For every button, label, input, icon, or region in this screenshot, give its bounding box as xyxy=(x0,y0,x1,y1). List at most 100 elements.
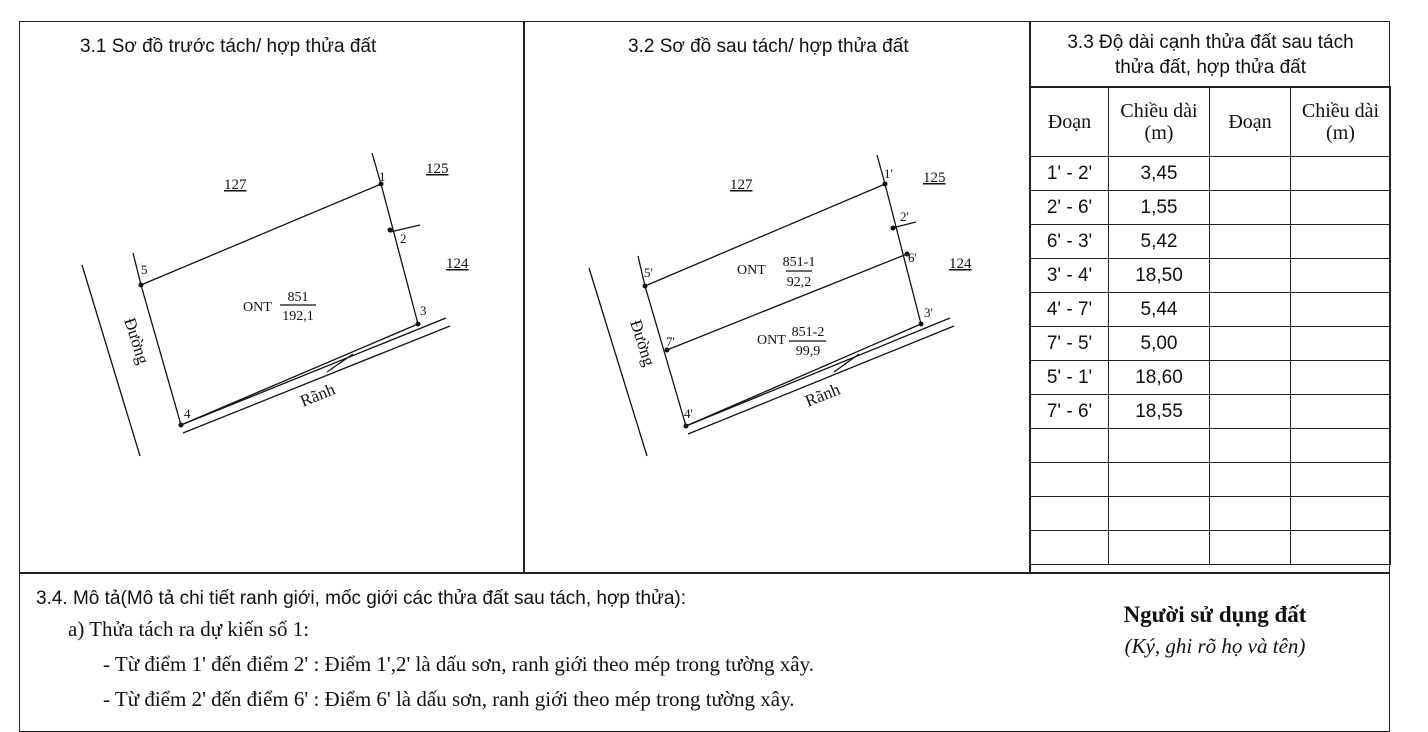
table-row xyxy=(1030,530,1391,565)
segment-cell-2 xyxy=(1209,496,1291,531)
description-item-a: a) Thửa tách ra dự kiến số 1: xyxy=(68,617,310,641)
length-cell-2 xyxy=(1290,326,1391,361)
table-row: 7' - 5'5,00 xyxy=(1030,326,1391,361)
parcel2-use: ONT xyxy=(757,333,786,348)
segment-cell xyxy=(1030,462,1109,497)
parcel-number: 851 xyxy=(288,290,309,305)
segment-cell: 1' - 2' xyxy=(1030,156,1109,191)
segment-cell: 7' - 6' xyxy=(1030,394,1109,429)
length-cell-2 xyxy=(1290,496,1391,531)
point-1: 1 xyxy=(379,169,386,184)
segment-cell: 3' - 4' xyxy=(1030,258,1109,293)
point-4p: 4' xyxy=(684,406,693,421)
length-cell: 18,55 xyxy=(1108,394,1210,429)
road-label: Đường xyxy=(626,317,659,369)
parcel1-number: 851-1 xyxy=(783,255,816,270)
description-heading: 3.4. Mô tả(Mô tả chi tiết ranh giới, mốc… xyxy=(36,588,686,609)
length-cell-2 xyxy=(1290,428,1391,463)
point-1p: 1' xyxy=(884,166,893,181)
neighbor-124: 124 xyxy=(949,256,972,272)
length-cell: 5,44 xyxy=(1108,292,1210,327)
point-2: 2 xyxy=(400,231,407,246)
neighbor-127: 127 xyxy=(730,177,753,193)
table-row xyxy=(1030,428,1391,463)
length-cell: 5,42 xyxy=(1108,224,1210,259)
length-cell-2 xyxy=(1290,258,1391,293)
segment-cell-2 xyxy=(1209,428,1291,463)
description-line-2: - Từ điểm 2' đến điểm 6' : Điểm 6' là dấ… xyxy=(103,687,795,711)
col-segment-header: Đoạn xyxy=(1030,86,1109,157)
table-row: 1' - 2'3,45 xyxy=(1030,156,1391,191)
section-3-3-title-line2: thửa đất, hợp thửa đất xyxy=(1114,57,1307,78)
table-header-row: Đoạn Chiều dài(m) Đoạn Chiều dài(m) xyxy=(1030,86,1391,157)
parcel-area: 192,1 xyxy=(282,309,314,324)
segment-cell-2 xyxy=(1209,224,1291,259)
ditch-line-1 xyxy=(685,317,951,427)
point-4: 4 xyxy=(184,406,191,421)
length-cell: 5,00 xyxy=(1108,326,1210,361)
col-length-header: Chiều dài(m) xyxy=(1108,86,1210,157)
split-line xyxy=(666,253,908,351)
segment-cell-2 xyxy=(1209,360,1291,395)
point-2p: 2' xyxy=(900,209,909,224)
length-cell-2 xyxy=(1290,224,1391,259)
segment-cell-2 xyxy=(1209,258,1291,293)
road-line xyxy=(81,264,141,457)
segment-cell-2 xyxy=(1209,326,1291,361)
table-row: 3' - 4'18,50 xyxy=(1030,258,1391,293)
table-row: 2' - 6'1,55 xyxy=(1030,190,1391,225)
col-segment-header-2: Đoạn xyxy=(1209,86,1291,157)
ditch-line-2 xyxy=(182,325,451,434)
neighbor-125: 125 xyxy=(426,161,449,177)
length-cell xyxy=(1108,428,1210,463)
length-cell xyxy=(1108,462,1210,497)
segment-cell-2 xyxy=(1209,530,1291,565)
length-cell-2 xyxy=(1290,292,1391,327)
point-5: 5 xyxy=(141,262,148,277)
table-row: 7' - 6'18,55 xyxy=(1030,394,1391,429)
col-length-header-2: Chiều dài(m) xyxy=(1290,86,1391,157)
segment-cell: 2' - 6' xyxy=(1030,190,1109,225)
ditch-line-1 xyxy=(180,317,447,426)
neighbor-127: 127 xyxy=(224,177,247,193)
section-3-2-title: 3.2 Sơ đồ sau tách/ hợp thửa đất xyxy=(628,36,909,57)
segment-cell-2 xyxy=(1209,462,1291,497)
length-cell-2 xyxy=(1290,190,1391,225)
segment-cell xyxy=(1030,428,1109,463)
diagram-before-split: 127 125 124 1 2 3 4 5 Đường Rãnh ONT 851… xyxy=(81,152,469,457)
signature-title: Người sử dụng đất xyxy=(1123,602,1307,627)
parcel-boundary xyxy=(644,183,922,427)
neighbor-124: 124 xyxy=(446,256,469,272)
description-line-1: - Từ điểm 1' đến điểm 2' : Điểm 1',2' là… xyxy=(103,652,815,676)
parcel2-number: 851-2 xyxy=(792,325,825,340)
length-cell xyxy=(1108,496,1210,531)
length-cell: 18,60 xyxy=(1108,360,1210,395)
table-row xyxy=(1030,496,1391,531)
point-3: 3 xyxy=(420,303,427,318)
parcel2-area: 99,9 xyxy=(796,344,821,359)
segment-cell: 4' - 7' xyxy=(1030,292,1109,327)
road-line xyxy=(588,267,648,457)
table-row xyxy=(1030,462,1391,497)
divider-2 xyxy=(1029,21,1031,573)
length-cell: 3,45 xyxy=(1108,156,1210,191)
length-cell-2 xyxy=(1290,360,1391,395)
section-3-1-title: 3.1 Sơ đồ trước tách/ hợp thửa đất xyxy=(80,36,377,57)
length-cell-2 xyxy=(1290,394,1391,429)
length-cell: 1,55 xyxy=(1108,190,1210,225)
signature-subtitle: (Ký, ghi rõ họ và tên) xyxy=(1124,634,1306,658)
length-cell xyxy=(1108,530,1210,565)
ditch-line-2 xyxy=(687,325,955,435)
table-row: 4' - 7'5,44 xyxy=(1030,292,1391,327)
segment-length-table: Đoạn Chiều dài(m) Đoạn Chiều dài(m) 1' -… xyxy=(1030,86,1391,565)
length-cell: 18,50 xyxy=(1108,258,1210,293)
point-6p: 6' xyxy=(908,250,917,265)
ditch-label: Rãnh xyxy=(802,379,843,410)
point-5p: 5' xyxy=(644,265,653,280)
table-row: 5' - 1'18,60 xyxy=(1030,360,1391,395)
table-row: 6' - 3'5,42 xyxy=(1030,224,1391,259)
point-3p: 3' xyxy=(924,305,933,320)
parcel-use: ONT xyxy=(243,300,272,315)
road-label: Đường xyxy=(120,315,153,367)
parcel1-area: 92,2 xyxy=(787,275,812,290)
